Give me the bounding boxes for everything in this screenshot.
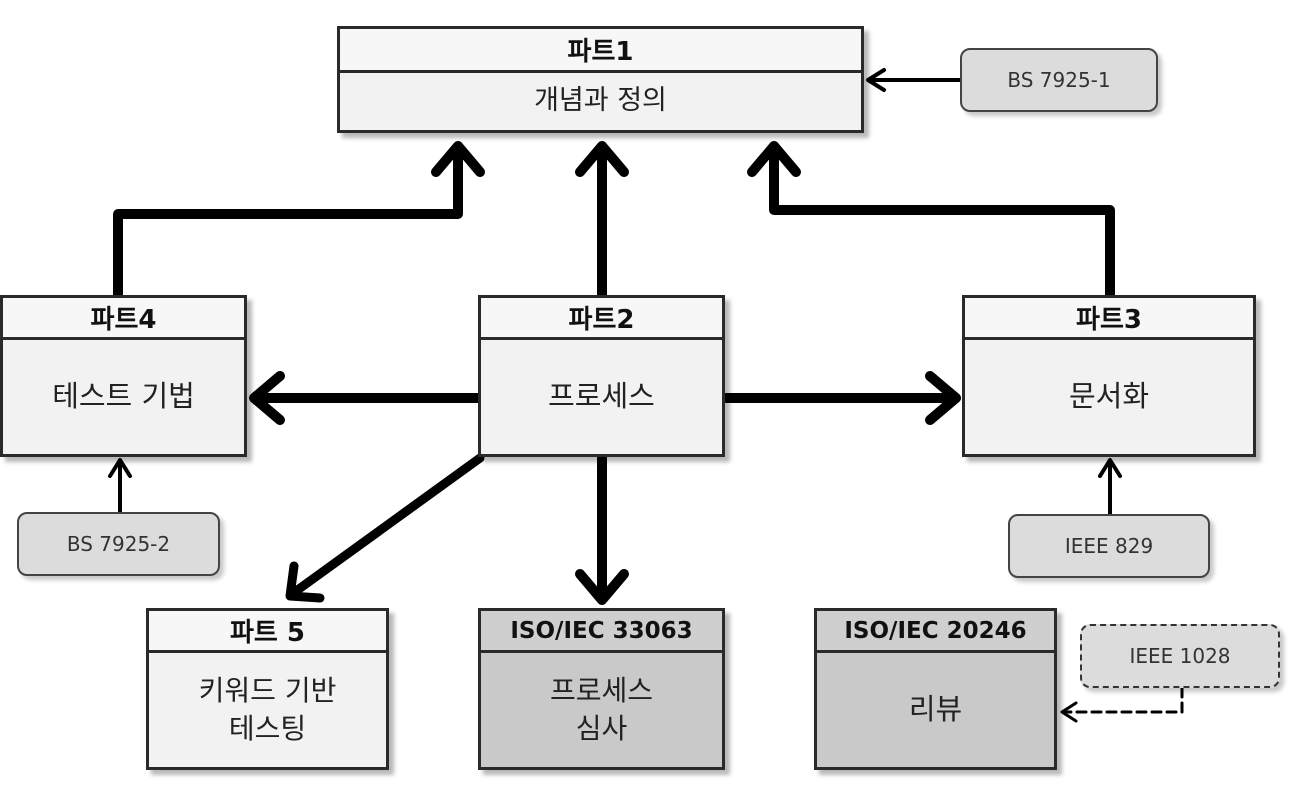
part4-body: 테스트 기법 — [3, 340, 244, 454]
iso20246-box: ISO/IEC 20246 리뷰 — [814, 608, 1057, 770]
arrowhead-part2-to-part1 — [575, 141, 629, 177]
part4-header: 파트4 — [3, 298, 244, 340]
standard-bs7925-1: BS 7925-1 — [960, 48, 1158, 112]
iso33063-body: 프로세스 심사 — [481, 653, 722, 767]
part5-header: 파트 5 — [149, 611, 386, 653]
part3-header: 파트3 — [965, 298, 1253, 340]
part2-body: 프로세스 — [481, 340, 722, 454]
part3-body: 문서화 — [965, 340, 1253, 454]
arrow-part4-to-part1 — [113, 145, 463, 300]
arrowhead-part3-to-part1 — [747, 141, 801, 177]
standard-ieee829: IEEE 829 — [1008, 514, 1210, 578]
part4-box: 파트4 테스트 기법 — [0, 295, 247, 457]
arrowhead-part4-to-part1 — [431, 141, 485, 177]
standard-ieee1028: IEEE 1028 — [1080, 624, 1280, 688]
part1-body: 개념과 정의 — [340, 73, 861, 130]
part2-header: 파트2 — [481, 298, 722, 340]
arrow-ieee1028-to-iso20246 — [1062, 686, 1184, 714]
arrowhead-part2-to-iso33063 — [575, 569, 629, 605]
arrowhead-part2-to-part3 — [925, 371, 961, 425]
arrow-part2-to-part5 — [287, 453, 485, 599]
arrowhead-part2-to-part5 — [285, 561, 325, 603]
part3-box: 파트3 문서화 — [962, 295, 1256, 457]
part1-header: 파트1 — [340, 29, 861, 73]
standard-bs7925-2: BS 7925-2 — [17, 512, 220, 576]
part2-box: 파트2 프로세스 — [478, 295, 725, 457]
part5-body: 키워드 기반 테스팅 — [149, 653, 386, 767]
arrowhead-ieee829-to-part3 — [1098, 458, 1122, 478]
iso20246-header: ISO/IEC 20246 — [817, 611, 1054, 653]
part1-box: 파트1 개념과 정의 — [337, 26, 864, 133]
iso33063-header: ISO/IEC 33063 — [481, 611, 722, 653]
arrowhead-ieee1028-to-iso20246 — [1060, 701, 1078, 723]
arrowhead-part2-to-part4 — [249, 371, 285, 425]
arrowhead-bs7925-2-to-part4 — [108, 458, 132, 478]
part5-box: 파트 5 키워드 기반 테스팅 — [146, 608, 389, 770]
iso20246-body: 리뷰 — [817, 653, 1054, 767]
arrowhead-bs7925-1-to-part1 — [866, 68, 886, 92]
iso33063-box: ISO/IEC 33063 프로세스 심사 — [478, 608, 725, 770]
arrow-part3-to-part1 — [769, 145, 1115, 300]
